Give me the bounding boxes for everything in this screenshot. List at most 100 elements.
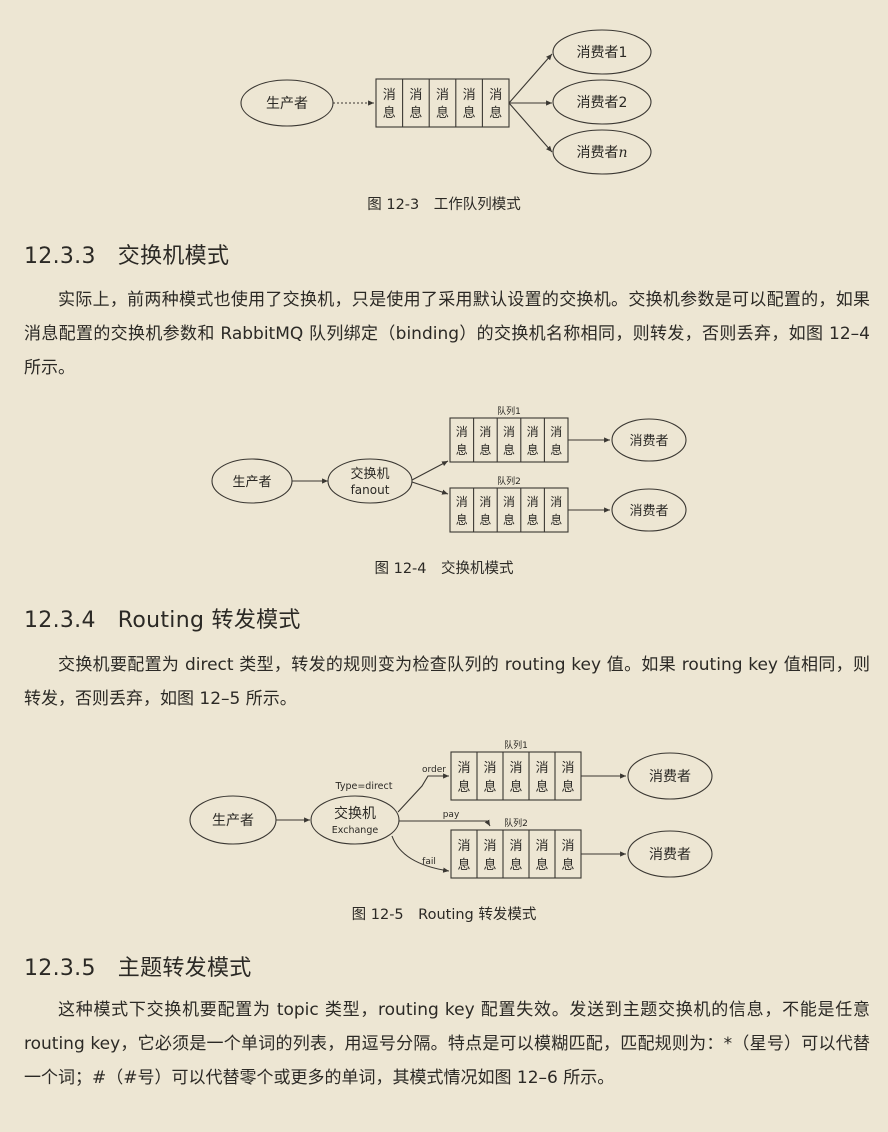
svg-text:消: 消 — [509, 839, 522, 854]
figure-12-4-exchange: 生产者 交换机 fanout 队列1 队列2 消息 消息 消息 消息 消息 消息… — [211, 405, 687, 533]
svg-text:消: 消 — [479, 425, 491, 439]
svg-text:消: 消 — [483, 761, 496, 776]
section-number: 12.3.5 — [24, 956, 96, 981]
exchange-node — [310, 795, 400, 845]
svg-text:息: 息 — [457, 779, 470, 795]
svg-text:息: 息 — [479, 442, 491, 457]
queue-1-label: 队列1 — [504, 739, 528, 751]
svg-text:消: 消 — [561, 761, 574, 776]
svg-text:消: 消 — [550, 495, 562, 509]
svg-text:息: 息 — [483, 779, 496, 795]
consumer-n-label: 消费者n — [576, 145, 627, 161]
exchange-type-label: fanout — [351, 483, 390, 497]
exchange-sub-label: Exchange — [332, 825, 379, 836]
svg-text:息: 息 — [527, 512, 539, 527]
svg-text:息: 息 — [503, 442, 515, 457]
figure-12-5-routing: Type=direct 生产者 交换机 Exchange order pay f… — [189, 739, 713, 879]
queue-1-cells: 消息 消息 消息 消息 消息 — [456, 425, 562, 457]
consumer-label-2: 消费者 — [649, 847, 691, 863]
svg-text:消: 消 — [535, 839, 548, 854]
svg-text:息: 息 — [479, 512, 491, 527]
svg-text:消: 消 — [527, 495, 539, 509]
svg-text:消: 消 — [456, 495, 468, 509]
svg-text:息: 息 — [483, 857, 496, 873]
svg-text:息: 息 — [409, 105, 422, 121]
figure-12-3-work-queue: 生产者 消息 消息 消息 消息 消息 消费者1 消费者2 消费者n — [240, 29, 652, 175]
svg-text:息: 息 — [456, 442, 468, 457]
section-12-3-3-paragraph: 实际上，前两种模式也使用了交换机，只是使用了采用默认设置的交换机。交换机参数是可… — [24, 290, 870, 378]
producer-label: 生产者 — [266, 96, 308, 112]
exchange-label: 交换机 — [350, 466, 389, 482]
queue-1-label: 队列1 — [497, 405, 521, 417]
section-12-3-4-heading: 12.3.4 Routing 转发模式 — [24, 602, 301, 634]
svg-text:息: 息 — [561, 857, 574, 873]
consumer-label-1: 消费者 — [629, 434, 668, 449]
section-12-3-5-paragraph: 这种模式下交换机要配置为 topic 类型，routing key 配置失效。发… — [24, 1000, 870, 1088]
svg-text:消: 消 — [503, 495, 515, 509]
svg-text:消: 消 — [436, 88, 449, 103]
consumer-label-2: 消费者 — [629, 504, 668, 519]
svg-text:消: 消 — [527, 425, 539, 439]
svg-text:消: 消 — [383, 88, 396, 103]
section-12-3-5-heading: 12.3.5 主题转发模式 — [24, 950, 252, 982]
routing-key-fail: fail — [422, 857, 436, 867]
svg-text:消: 消 — [503, 425, 515, 439]
svg-text:消: 消 — [457, 761, 470, 776]
consumer-node-1 — [611, 418, 687, 462]
svg-text:息: 息 — [509, 779, 522, 795]
svg-text:息: 息 — [535, 779, 548, 795]
svg-text:息: 息 — [561, 779, 574, 795]
consumer-2-label: 消费者2 — [577, 95, 628, 111]
svg-text:消: 消 — [535, 761, 548, 776]
figure-12-4-caption: 图 12-4 交换机模式 — [374, 561, 514, 577]
consumer-1-node — [552, 29, 652, 75]
svg-text:息: 息 — [535, 857, 548, 873]
svg-text:息: 息 — [457, 857, 470, 873]
svg-text:消: 消 — [509, 761, 522, 776]
svg-text:息: 息 — [383, 105, 396, 121]
svg-text:息: 息 — [489, 105, 502, 121]
queue-2-label: 队列2 — [504, 817, 528, 829]
exchange-node — [327, 458, 413, 504]
consumer-label-1: 消费者 — [649, 769, 691, 785]
queue-2-cells: 消息 消息 消息 消息 消息 — [456, 495, 562, 527]
section-12-3-4-paragraph: 交换机要配置为 direct 类型，转发的规则变为检查队列的 routing k… — [24, 655, 870, 709]
svg-text:消: 消 — [463, 88, 476, 103]
svg-text:息: 息 — [456, 512, 468, 527]
svg-text:消: 消 — [489, 88, 502, 103]
routing-key-order: order — [422, 765, 446, 775]
section-title: 主题转发模式 — [117, 956, 252, 981]
queue-2-label: 队列2 — [497, 475, 521, 487]
svg-text:消: 消 — [483, 839, 496, 854]
consumer-n-node — [552, 129, 652, 175]
svg-text:息: 息 — [550, 512, 562, 527]
figure-12-3-caption: 图 12-3 工作队列模式 — [367, 197, 521, 213]
consumer-node-1 — [627, 752, 713, 800]
svg-text:息: 息 — [463, 105, 476, 121]
svg-text:消: 消 — [409, 88, 422, 103]
section-number: 12.3.3 — [24, 244, 96, 269]
queue-1-cells: 消息 消息 消息 消息 消息 — [457, 761, 574, 795]
section-title: Routing 转发模式 — [117, 608, 301, 633]
svg-text:息: 息 — [503, 512, 515, 527]
section-number: 12.3.4 — [24, 608, 96, 633]
consumer-1-label: 消费者1 — [577, 45, 628, 61]
exchange-label: 交换机 — [334, 805, 376, 822]
svg-text:息: 息 — [527, 442, 539, 457]
svg-text:消: 消 — [561, 839, 574, 854]
queue-cells: 消息 消息 消息 消息 消息 — [383, 88, 502, 121]
consumer-node-2 — [611, 488, 687, 532]
producer-label: 生产者 — [212, 813, 254, 829]
producer-label: 生产者 — [232, 475, 271, 490]
svg-text:消: 消 — [456, 425, 468, 439]
svg-text:消: 消 — [479, 495, 491, 509]
consumer-2-node — [552, 79, 652, 125]
svg-text:息: 息 — [436, 105, 449, 121]
svg-text:息: 息 — [509, 857, 522, 873]
figure-12-5-caption: 图 12-5 Routing 转发模式 — [351, 907, 537, 923]
svg-text:息: 息 — [550, 442, 562, 457]
consumer-node-2 — [627, 830, 713, 878]
svg-text:消: 消 — [457, 839, 470, 854]
queue-2-cells: 消息 消息 消息 消息 消息 — [457, 839, 574, 873]
